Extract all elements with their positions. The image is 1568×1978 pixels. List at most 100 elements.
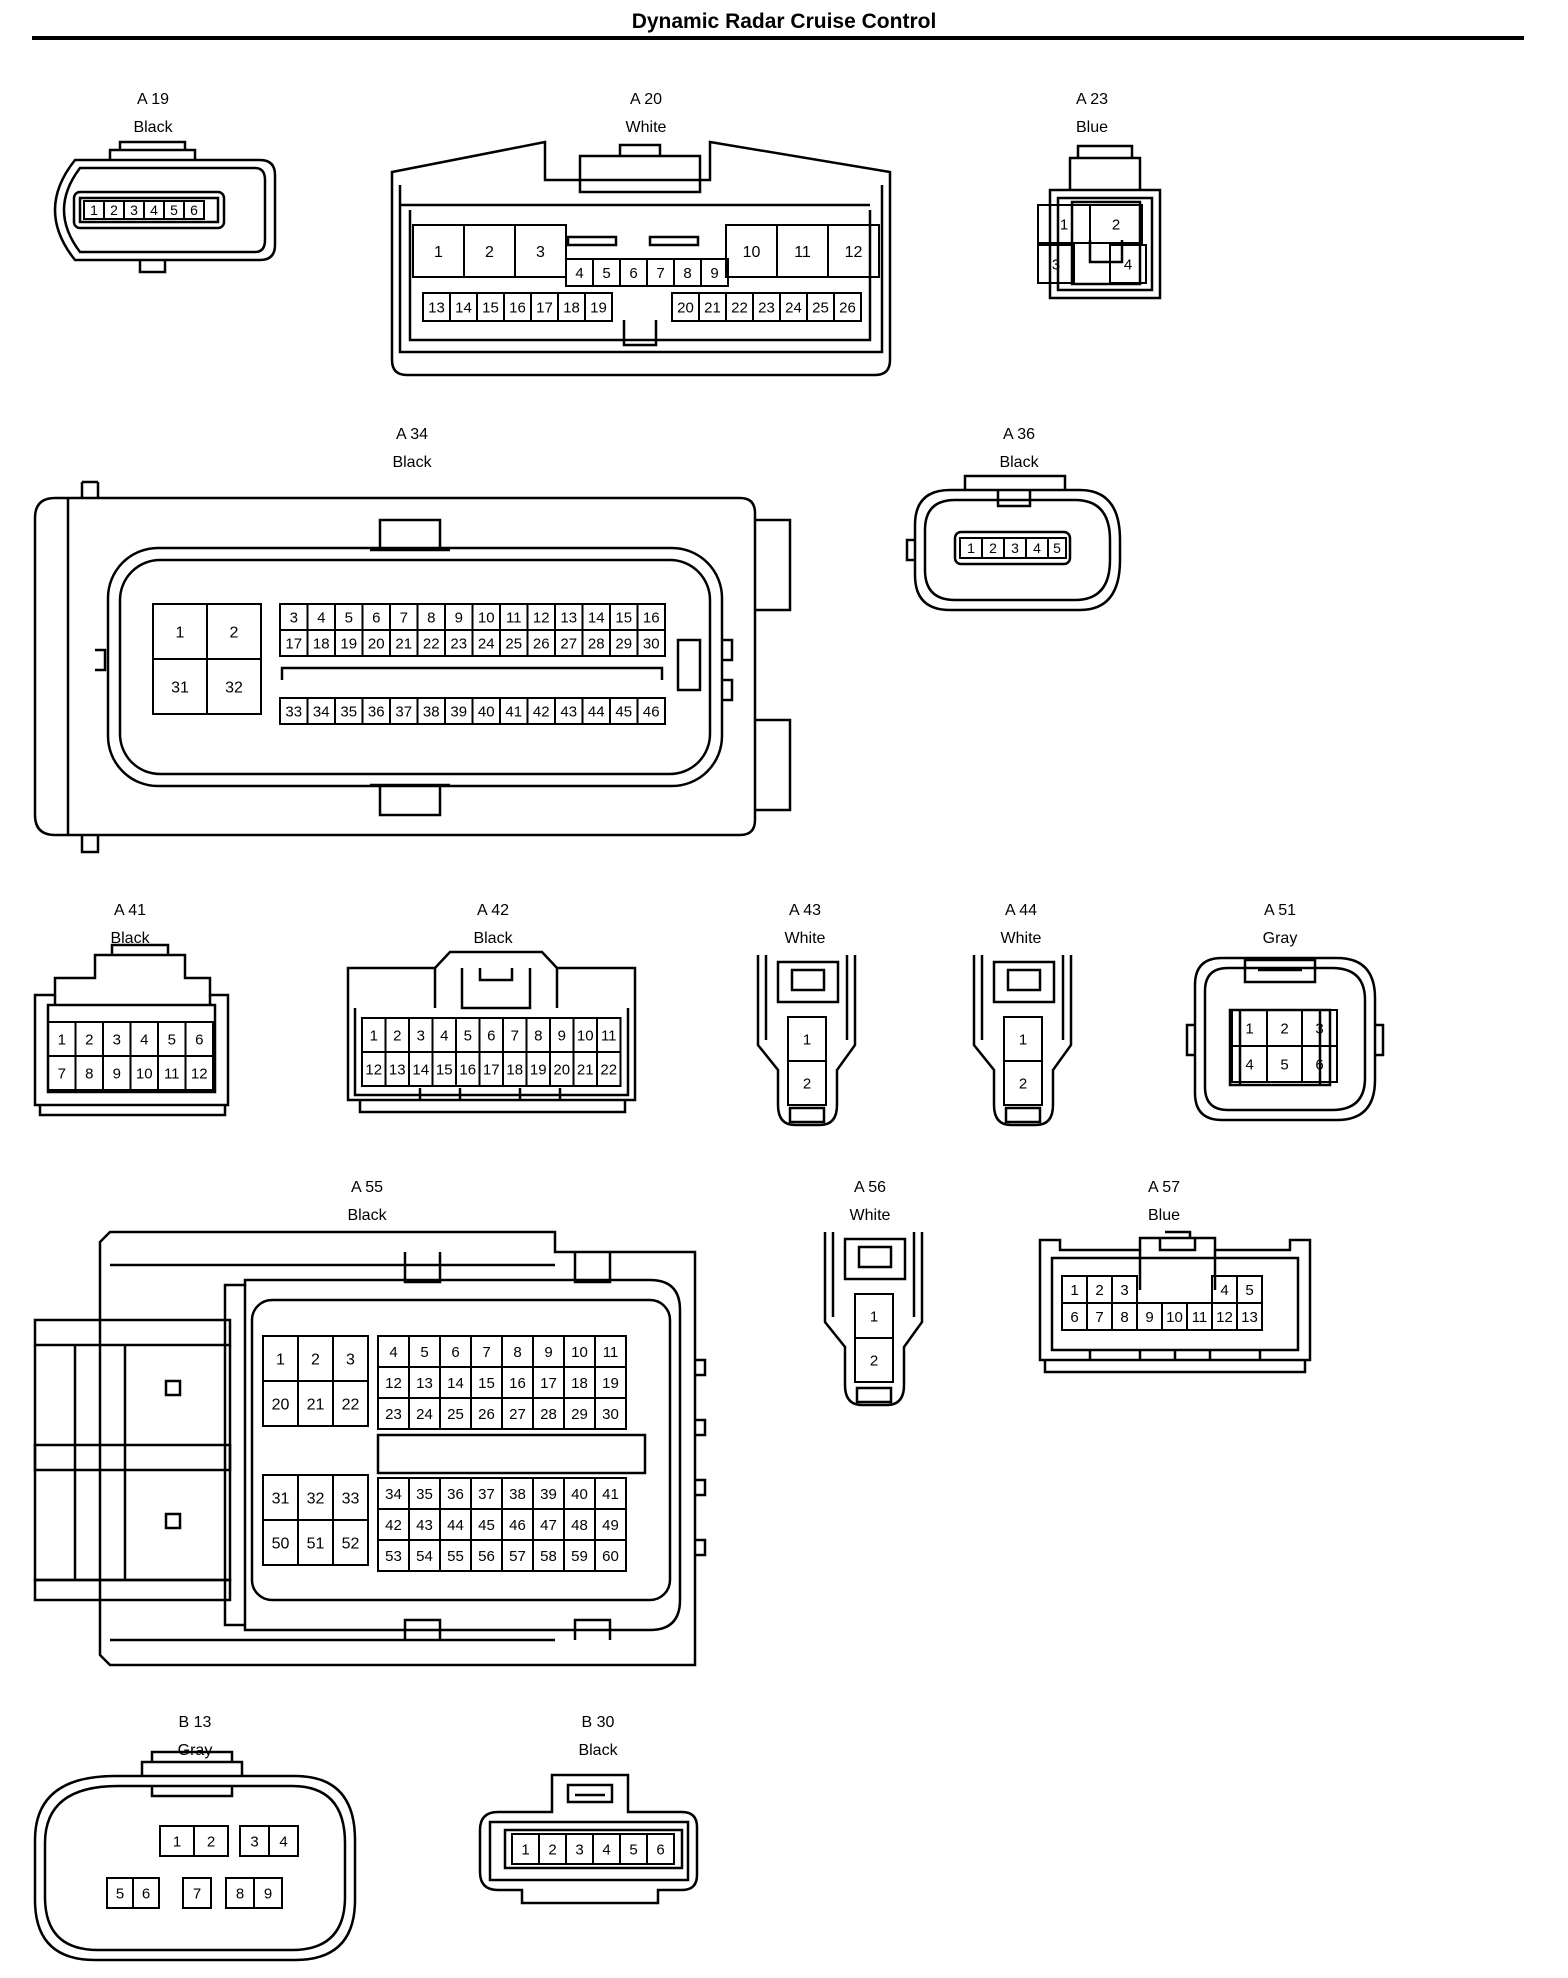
pin-number: 10 [743,244,761,261]
pin-number: 26 [478,1406,495,1423]
pin-number: 8 [534,1027,542,1044]
pin-number: 10 [478,609,495,626]
pin-number: 38 [423,703,440,720]
pin-number: 25 [505,635,522,652]
pin-number: 28 [540,1406,557,1423]
pin-cell [827,224,880,278]
pin-number: 3 [536,244,545,261]
pin-number: 14 [455,299,472,316]
pin-number: 27 [560,635,577,652]
pin-number: 4 [440,1027,448,1044]
pin-number: 20 [553,1061,570,1078]
pin-number: 34 [313,703,330,720]
pin-number: 3 [1011,540,1019,556]
pin-number: 1 [58,1031,66,1048]
pin-cell [1037,244,1075,284]
pin-number: 39 [540,1486,557,1503]
pin-number: 17 [483,1061,500,1078]
pin-number: 24 [785,299,802,316]
pin-number: 10 [571,1344,588,1361]
pin-number: 11 [603,1344,619,1361]
pin-number: 18 [313,635,330,652]
pin-number: 3 [346,1351,355,1368]
pin-number: 7 [656,265,664,282]
pin-number: 19 [530,1061,547,1078]
pin-number: 19 [602,1375,619,1392]
pin-number: 43 [560,703,577,720]
pin-number: 49 [602,1517,619,1534]
pin-number: 29 [571,1406,588,1423]
pin-number: 17 [536,299,553,316]
connector-color: Black [999,454,1039,471]
pin-number: 13 [389,1061,406,1078]
pin-cell [182,1877,212,1909]
pin-number: 3 [1052,256,1060,273]
pin-number: 2 [230,624,239,641]
pin-cell [854,1337,894,1383]
connector-id: A 19 [136,91,170,108]
pin-number: 19 [590,299,607,316]
pin-cell [183,200,205,220]
pin-number: 13 [1241,1309,1258,1326]
pin-number: 11 [601,1027,617,1044]
page-title: Dynamic Radar Cruise Control [631,10,937,33]
connector-a20 [390,140,892,377]
pin-number: 3 [575,1841,583,1858]
pin-number: 8 [683,265,691,282]
pin-number: 18 [506,1061,523,1078]
pin-number: 41 [602,1486,619,1503]
pin-number: 2 [803,1075,811,1092]
pin-number: 26 [839,299,856,316]
connector-color: Blue [1075,119,1109,136]
pin-number: 36 [447,1486,464,1503]
pin-number: 2 [110,202,118,218]
pin-number: 44 [588,703,605,720]
connector-color: Black [347,1207,387,1224]
pin-number: 6 [190,202,198,218]
pin-number: 36 [368,703,385,720]
pin-number: 1 [370,1027,378,1044]
pin-number: 2 [1280,1020,1288,1037]
pin-number: 2 [1095,1282,1103,1299]
pin-number: 2 [393,1027,401,1044]
pin-number: 1 [967,540,975,556]
pin-number: 58 [540,1548,557,1565]
pin-number: 6 [372,609,380,626]
pin-cell [1003,1060,1043,1106]
pin-number: 35 [340,703,357,720]
pin-number: 4 [150,202,158,218]
pin-number: 43 [416,1517,433,1534]
pin-number: 5 [170,202,178,218]
pin-number: 7 [58,1065,66,1082]
pin-number: 56 [478,1548,495,1565]
connector-id: A 55 [350,1179,384,1196]
pin-number: 5 [629,1841,637,1858]
pin-number: 46 [509,1517,526,1534]
pin-number: 42 [533,703,550,720]
connector-a42 [346,950,637,1114]
pin-number: 30 [643,635,660,652]
pin-number: 5 [345,609,353,626]
pin-number: 9 [544,1344,552,1361]
pin-number: 11 [1192,1309,1208,1326]
pin-number: 44 [447,1517,464,1534]
pin-number: 34 [385,1486,402,1503]
pin-number: 27 [509,1406,526,1423]
pin-number: 3 [250,1833,258,1850]
pin-number: 11 [164,1065,180,1082]
pin-number: 16 [509,1375,526,1392]
connector-color: White [625,119,667,136]
pin-number: 1 [176,624,185,641]
pin-number: 22 [342,1396,360,1413]
pin-number: 10 [1166,1309,1183,1326]
pin-number: 22 [600,1061,617,1078]
connector-a44 [972,955,1073,1127]
pin-number: 8 [1120,1309,1128,1326]
pin-number: 8 [427,609,435,626]
connector-id: B 13 [178,1714,212,1731]
pin-cell [1047,537,1067,559]
pin-number: 12 [533,609,550,626]
pin-cell [700,258,729,287]
pin-number: 31 [171,679,189,696]
